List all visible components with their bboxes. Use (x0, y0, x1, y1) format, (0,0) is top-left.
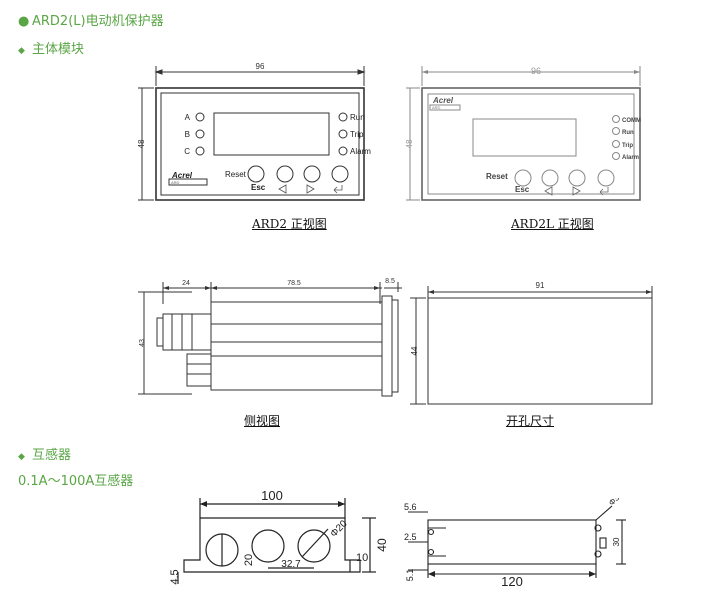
dim-height: 43 (139, 339, 146, 347)
dim-hole: Φ3.9 (607, 498, 626, 507)
dim-d2: 2.5 (404, 532, 417, 542)
dim-height: 40 (375, 538, 389, 552)
dim-width: 91 (536, 281, 545, 290)
transformer-right-diagram: 5.6 2.5 5.1 Φ3.9 30 120 (404, 498, 626, 589)
model-label: ARD (432, 105, 441, 110)
dim-length: 120 (501, 574, 523, 589)
esc-label: Esc (251, 183, 266, 192)
reset-label: Reset (225, 170, 247, 179)
dim-width: 96 (256, 62, 265, 71)
cutout-diagram: 91 44 (410, 281, 653, 405)
reset-label: Reset (486, 172, 508, 181)
enter-icon (333, 185, 343, 194)
led-run-label: Run (350, 113, 365, 122)
dim-d4: 10 (356, 552, 368, 564)
caption-cutout: 开孔尺寸 (506, 414, 555, 428)
ard2l-front-diagram: 96 48 Acrel ARD COMM Run Trip Alarm Rese… (405, 66, 641, 201)
dim-height: 48 (137, 139, 146, 148)
dim-d1: 24 (182, 280, 190, 287)
right-arrow-icon (306, 184, 315, 194)
section-main-module: ◆主体模块 (18, 42, 85, 57)
dim-d1: 5.6 (404, 502, 417, 512)
ard2-front-diagram: 96 48 A B C Run Trip Alarm Reset Esc Acr… (137, 62, 371, 201)
dim-height: 30 (612, 537, 621, 546)
bullet-diamond: ◆ (18, 452, 25, 462)
transformer-left-diagram: 100 20 32.7 Φ20 10 40 4.5 (169, 488, 389, 585)
led-a-label: A (185, 113, 191, 122)
dim-d2: 32.7 (281, 559, 301, 570)
transformer-range: 0.1A～100A互感器 (18, 474, 134, 489)
caption-ard2-front: ARD2 正视图 (252, 217, 327, 231)
caption-side-view: 侧视图 (244, 414, 281, 428)
dim-d3: 5.1 (405, 569, 415, 582)
dim-base: 4.5 (169, 569, 181, 584)
left-arrow-icon (544, 186, 553, 196)
dim-height: 48 (405, 139, 414, 148)
dim-height: 44 (410, 346, 419, 355)
side-view-diagram: 24 78.5 8.5 43 (138, 278, 402, 397)
dim-width: 100 (261, 488, 283, 503)
led-trip-label: Trip (622, 143, 633, 149)
esc-label: Esc (515, 185, 530, 194)
dim-d2: 78.5 (287, 280, 301, 287)
bullet-circle: ● (18, 14, 30, 29)
led-alarm-label: Alarm (350, 147, 371, 156)
model-label: ARD (171, 180, 180, 185)
led-c-label: C (184, 147, 190, 156)
dim-width: 96 (531, 66, 541, 76)
enter-icon (599, 187, 609, 196)
brand-logo: Acrel (171, 171, 193, 180)
bullet-diamond: ◆ (18, 46, 25, 56)
caption-ard2l-front: ARD2L 正视图 (511, 217, 594, 231)
led-run-label: Run (622, 130, 634, 136)
led-alarm-label: Alarm (622, 155, 639, 161)
led-b-label: B (185, 130, 190, 139)
left-arrow-icon (278, 184, 287, 194)
right-arrow-icon (572, 186, 581, 196)
led-trip-label: Trip (350, 130, 364, 139)
dim-d3: 8.5 (385, 278, 395, 285)
section-transformer: ◆互感器 (18, 448, 72, 463)
brand-logo: Acrel (432, 96, 454, 105)
section-product: ●ARD2(L)电动机保护器 (18, 14, 164, 29)
led-comm-label: COMM (622, 118, 641, 124)
dim-d3: Φ20 (328, 518, 350, 540)
dim-d1: 20 (243, 554, 255, 566)
